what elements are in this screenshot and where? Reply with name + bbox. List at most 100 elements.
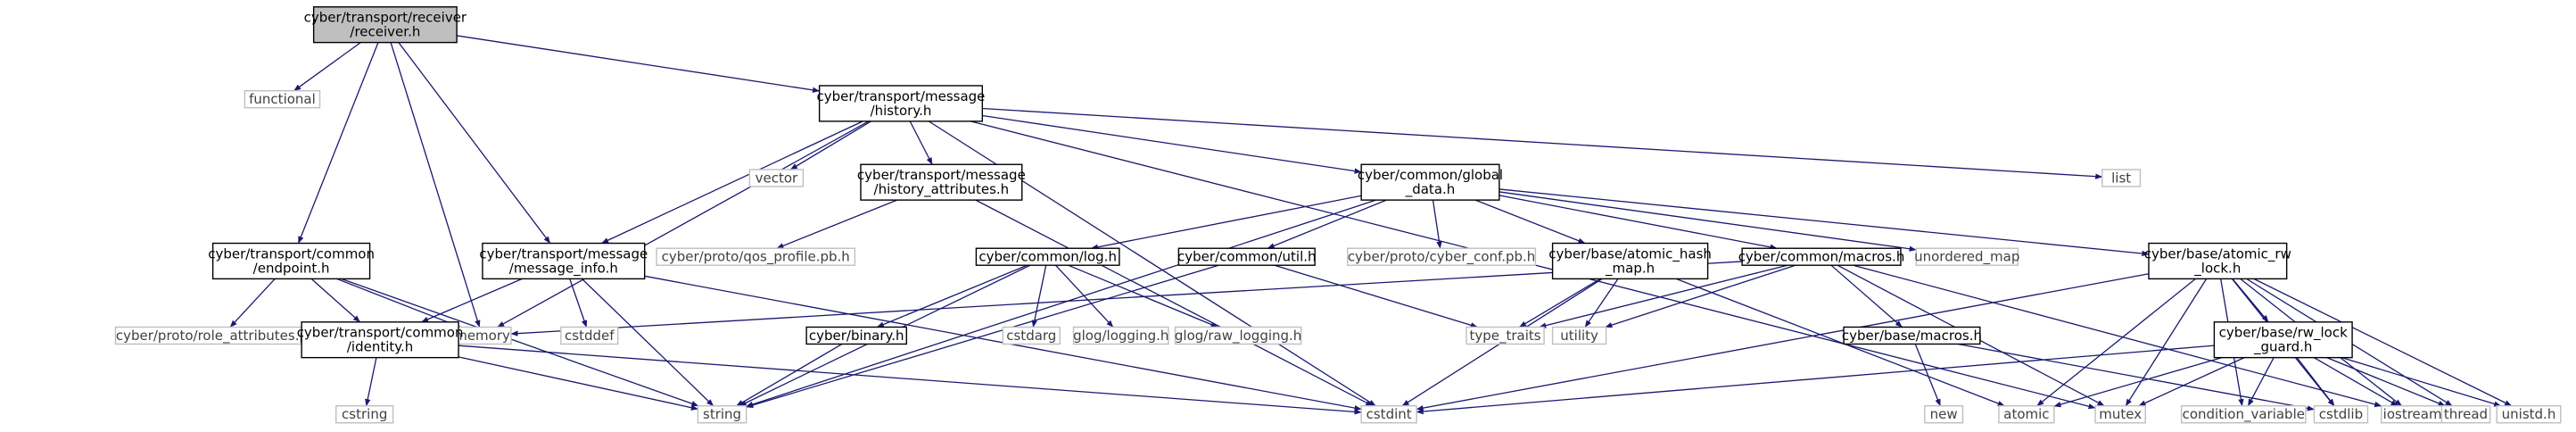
edge-rw_lock_guard-to-thread bbox=[2326, 357, 2446, 407]
node-identity[interactable]: cyber/transport/common/identity.h bbox=[297, 321, 464, 359]
node-common-macros[interactable]: cyber/common/macros.h bbox=[1738, 247, 1905, 266]
node-rw-lock-guard[interactable]: cyber/base/rw_lock_guard.h bbox=[2213, 321, 2353, 359]
node-memory: memory bbox=[452, 326, 512, 345]
edge-atomic_hash_map-to-type_traits bbox=[1519, 278, 1601, 328]
edge-message_info-to-string bbox=[581, 278, 714, 407]
node-label: _lock.h bbox=[2193, 260, 2241, 277]
node-label: cyber/proto/cyber_conf.pb.h bbox=[1348, 249, 1536, 266]
node-box bbox=[1741, 247, 1902, 266]
node-box bbox=[2313, 405, 2369, 424]
node-log[interactable]: cyber/common/log.h bbox=[975, 247, 1120, 266]
node-label: string bbox=[703, 406, 741, 422]
edge-global_data-to-string bbox=[746, 199, 1376, 408]
node-mutex: mutex bbox=[2094, 405, 2146, 424]
node-label: cyber/transport/message bbox=[479, 245, 648, 262]
node-label: utility bbox=[1560, 328, 1598, 344]
node-cstdlib: cstdlib bbox=[2313, 405, 2369, 424]
node-label: cstdlib bbox=[2319, 406, 2363, 422]
node-label: cyber/proto/qos_profile.pb.h bbox=[662, 249, 850, 266]
node-box bbox=[560, 326, 619, 345]
node-binary[interactable]: cyber/binary.h bbox=[805, 326, 908, 345]
node-endpoint[interactable]: cyber/transport/common/endpoint.h bbox=[208, 242, 375, 280]
node-label: type_traits bbox=[1469, 328, 1540, 345]
node-label: cyber/binary.h bbox=[809, 328, 904, 344]
node-box bbox=[1002, 326, 1061, 345]
edge-atomic_hash_map-to-utility bbox=[1584, 278, 1619, 328]
node-label: /receiver.h bbox=[350, 24, 420, 40]
node-label: functional bbox=[249, 91, 316, 107]
node-box bbox=[1924, 405, 1964, 424]
node-atomic-rw-lock[interactable]: cyber/base/atomic_rw_lock.h bbox=[2144, 242, 2291, 280]
node-label: vector bbox=[755, 170, 798, 186]
edge-rw_lock_guard-to-cstdlib bbox=[2296, 357, 2335, 407]
edge-rw_lock_guard-to-condition_variable bbox=[2247, 357, 2275, 407]
edge-atomic_hash_map-to-atomic bbox=[1675, 278, 2005, 407]
node-label: atomic bbox=[2003, 406, 2049, 422]
edge-rw_lock_guard-to-mutex bbox=[2138, 357, 2245, 407]
edge-rw_lock_guard-to-atomic bbox=[2053, 357, 2223, 408]
node-box bbox=[1177, 247, 1316, 266]
node-box bbox=[482, 242, 646, 280]
edge-global_data-to-atomic_hash_map bbox=[1474, 199, 1586, 245]
node-box bbox=[2094, 405, 2146, 424]
node-label: cyber/base/macros.h bbox=[1842, 328, 1982, 344]
node-box bbox=[805, 326, 908, 345]
node-label: _guard.h bbox=[2253, 339, 2312, 356]
edge-history-to-global_data bbox=[982, 114, 1362, 174]
node-label: /history.h bbox=[871, 103, 932, 119]
edge-history_attr-to-qos_profile bbox=[776, 199, 897, 249]
node-label: cyber/common/macros.h bbox=[1738, 249, 1905, 265]
node-vector: vector bbox=[748, 169, 805, 187]
graph-nodes: cyber/transport/receiver/receiver.h funct… bbox=[114, 6, 2562, 424]
edge-common_macros-to-type_traits bbox=[1539, 264, 1788, 328]
node-type-traits: type_traits bbox=[1466, 326, 1545, 345]
node-box bbox=[312, 6, 458, 44]
node-message-info[interactable]: cyber/transport/message/message_info.h bbox=[479, 242, 648, 280]
node-box bbox=[2180, 405, 2307, 424]
edge-receiver-to-history bbox=[457, 35, 821, 94]
node-atomic: atomic bbox=[1998, 405, 2055, 424]
edge-endpoint-to-string bbox=[341, 278, 699, 407]
edge-log-to-glog_logging bbox=[1055, 264, 1114, 328]
edge-history-to-memory bbox=[497, 120, 870, 328]
node-label: cyber/transport/common bbox=[297, 325, 464, 341]
node-history-attr[interactable]: cyber/transport/message/history_attribut… bbox=[857, 163, 1026, 201]
node-iostream: iostream bbox=[2381, 405, 2445, 424]
node-cyber-conf: cyber/proto/cyber_conf.pb.h bbox=[1347, 247, 1537, 266]
node-util[interactable]: cyber/common/util.h bbox=[1177, 247, 1317, 266]
node-functional: functional bbox=[244, 89, 321, 109]
node-label: mutex bbox=[2099, 406, 2142, 422]
node-box bbox=[1843, 326, 1981, 345]
edge-common_macros-to-iostream bbox=[1853, 264, 2382, 408]
node-receiver[interactable]: cyber/transport/receiver/receiver.h bbox=[304, 6, 467, 44]
node-cstdint: cstdint bbox=[1360, 405, 1417, 424]
edge-history-to-list bbox=[982, 107, 2103, 179]
node-base-macros[interactable]: cyber/base/macros.h bbox=[1842, 326, 1982, 345]
edge-receiver-to-message_info bbox=[398, 42, 551, 244]
edge-util-to-string bbox=[746, 264, 1219, 408]
edge-message_info-to-identity bbox=[421, 278, 523, 323]
node-label: memory bbox=[454, 328, 510, 344]
edge-receiver-to-memory bbox=[390, 42, 481, 328]
node-label: _data.h bbox=[1405, 181, 1456, 198]
edge-atomic_rw_lock-to-unistd bbox=[2253, 278, 2513, 407]
node-box bbox=[2213, 321, 2353, 359]
node-label: unordered_map bbox=[1914, 249, 2019, 266]
node-atomic-hash-map[interactable]: cyber/base/atomic_hash_map.h bbox=[1548, 242, 1712, 280]
node-label: cyber/base/atomic_rw bbox=[2144, 245, 2291, 262]
node-box bbox=[1174, 326, 1302, 345]
node-box bbox=[2101, 169, 2142, 187]
node-label: cyber/transport/common bbox=[208, 245, 375, 262]
node-box bbox=[1360, 163, 1500, 201]
node-box bbox=[211, 242, 371, 280]
node-list: list bbox=[2101, 169, 2142, 187]
edge-identity-to-cstdint bbox=[458, 345, 1362, 415]
node-box bbox=[1551, 326, 1607, 345]
node-utility: utility bbox=[1551, 326, 1607, 345]
edge-global_data-to-atomic_rw_lock bbox=[1499, 188, 2150, 257]
node-cstdarg: cstdarg bbox=[1002, 326, 1061, 345]
node-global-data[interactable]: cyber/common/global_data.h bbox=[1358, 163, 1503, 201]
node-history[interactable]: cyber/transport/message/history.h bbox=[817, 85, 986, 122]
node-label: cyber/base/rw_lock bbox=[2219, 325, 2348, 342]
edge-history-to-vector bbox=[789, 120, 871, 170]
